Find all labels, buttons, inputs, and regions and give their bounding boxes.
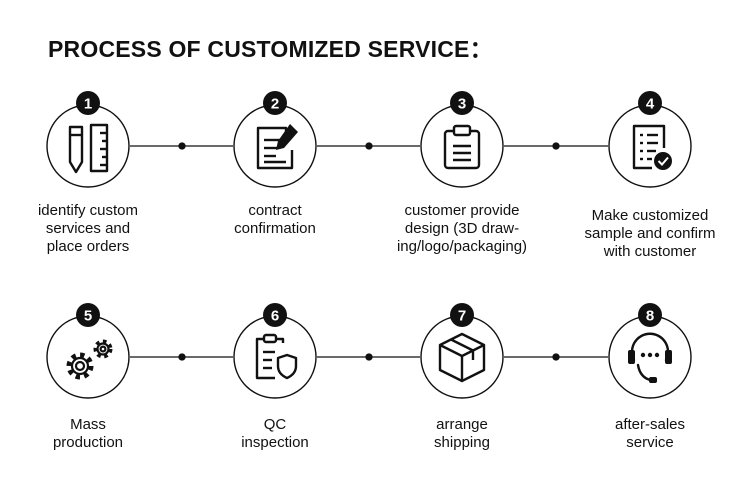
step-1-label: identify custom services and place order… <box>37 202 139 255</box>
step-7-label: arrange shipping <box>434 416 490 451</box>
chat-dots-icon <box>628 350 672 383</box>
step-5-circle <box>46 315 130 399</box>
step-2-circle <box>233 104 317 188</box>
step-1-badge <box>76 91 100 115</box>
step-1-number: 1 <box>84 96 92 113</box>
contract-sign-icon <box>256 126 294 170</box>
pencil-ruler-icon <box>68 123 109 174</box>
step-4: 4 <box>608 91 692 188</box>
step-6-label: QC inspection <box>241 416 309 451</box>
step-5-label: Mass production <box>52 416 124 451</box>
check-badge-icon <box>654 152 672 170</box>
step-1: 1 <box>46 91 130 188</box>
step-7: 7 <box>420 303 504 399</box>
step-4-badge <box>638 91 662 115</box>
step-6-circle <box>233 315 317 399</box>
step-8-badge <box>638 303 662 327</box>
step-3-badge <box>450 91 474 115</box>
clipboard-shield-icon <box>255 333 298 380</box>
step-8-label: after-sales service <box>614 416 686 451</box>
step-8: 8 <box>608 303 692 399</box>
connectors-row-1 <box>130 142 608 150</box>
step-2-number: 2 <box>271 96 279 113</box>
step-5-number: 5 <box>84 308 92 325</box>
step-6: 6 <box>233 303 317 399</box>
clipboard-icon <box>443 124 481 170</box>
connectors-row-2 <box>130 353 608 361</box>
gears-icon <box>66 339 113 380</box>
step-6-badge <box>263 303 287 327</box>
step-7-number: 7 <box>458 308 466 325</box>
step-8-number: 8 <box>646 308 654 325</box>
step-4-label: Make customized sample and confirm with … <box>584 207 716 260</box>
package-box-icon <box>438 332 486 383</box>
step-5: 5 <box>46 303 130 399</box>
check-mark-icon <box>657 156 669 166</box>
pen-icon <box>276 124 298 150</box>
step-3: 3 <box>420 91 504 188</box>
step-5-badge <box>76 303 100 327</box>
step-4-number: 4 <box>646 96 655 113</box>
step-7-badge <box>450 303 474 327</box>
step-2-badge <box>263 91 287 115</box>
step-6-number: 6 <box>271 308 279 325</box>
step-3-label: customer provide design (3D draw- ing/lo… <box>396 202 528 255</box>
step-2-label: contract confirmation <box>234 202 316 237</box>
page-title: PROCESS OF CUSTOMIZED SERVICE： <box>48 36 493 62</box>
step-4-circle <box>608 104 692 188</box>
step-3-number: 3 <box>458 96 466 113</box>
step-1-circle <box>46 104 130 188</box>
checklist-approved-icon <box>632 124 666 170</box>
step-2: 2 <box>233 91 317 188</box>
